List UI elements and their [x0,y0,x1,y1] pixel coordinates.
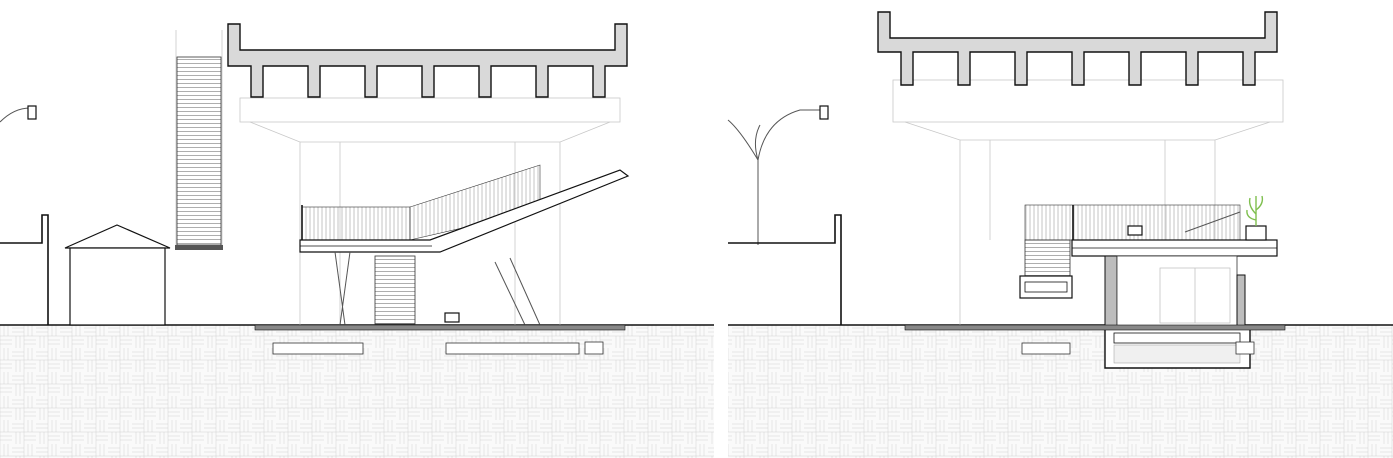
basement [1104,325,1251,369]
stair-tower [175,30,223,250]
buried-box-right [1235,341,1255,355]
street-lamp-icon [727,105,829,245]
pier-ghost [239,97,621,325]
side-stair-module [1019,239,1073,299]
street-lamp-icon [0,105,37,123]
bench-icon [444,312,460,323]
upper-platform [1024,195,1278,257]
perimeter-wall-right [728,214,842,325]
kiosk-house [64,224,171,326]
highway-deck [227,23,628,98]
buried-duct-1 [272,342,364,355]
ramp-structure [299,164,630,326]
plant-icon [1246,195,1264,226]
highway-deck-right [877,11,1278,86]
perimeter-wall [0,214,49,325]
paving-strip-right [904,324,1286,331]
paving-strip [254,324,626,331]
buried-duct-2 [445,342,580,355]
buried-box [584,341,604,355]
planter [1245,225,1267,241]
bench-icon [1127,225,1143,236]
left-panel [0,23,714,458]
under-platform-room [1104,255,1246,327]
right-panel [727,11,1393,458]
buried-duct-right [1021,342,1071,355]
